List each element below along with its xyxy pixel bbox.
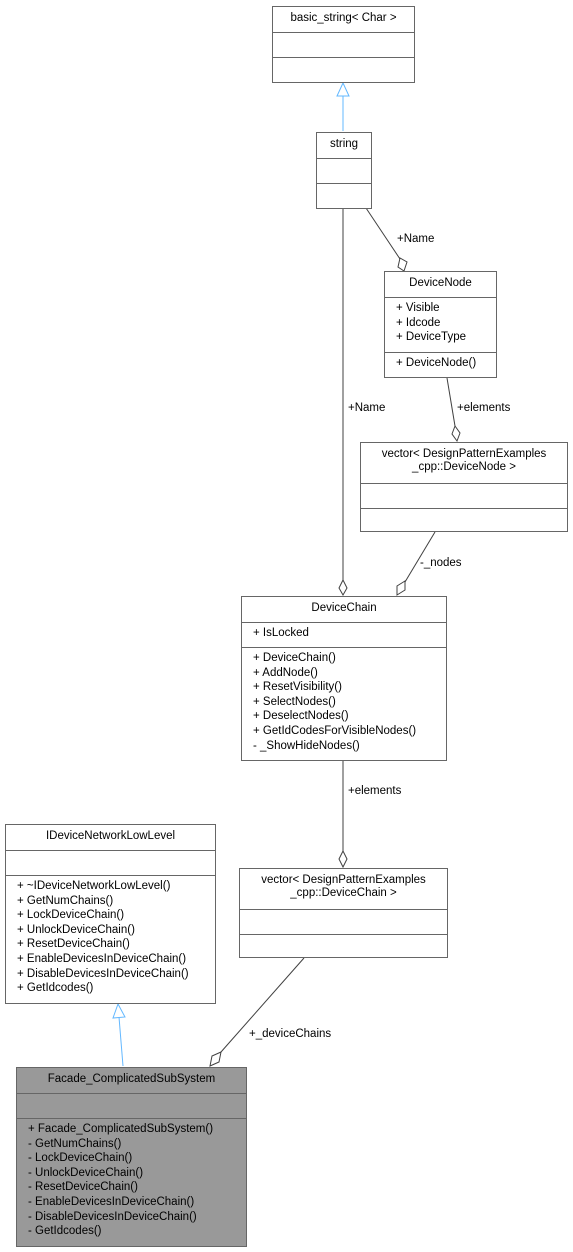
class-methods-section <box>240 934 447 957</box>
class-attributes-section <box>240 909 447 934</box>
method-device-node: + DeviceNode() <box>396 357 477 369</box>
class-attributes-section <box>17 1093 246 1118</box>
inheritance-arrowhead-interface <box>112 1002 126 1019</box>
class-box-string[interactable]: string <box>316 132 372 209</box>
attribute-device-type: + DeviceType <box>396 331 466 344</box>
edge-label-elements-node: +elements <box>457 402 511 414</box>
method-get-id-codes-for-visible-nodes: + GetIdCodesForVisibleNodes() <box>253 724 417 737</box>
method-destructor: + ~IDeviceNetworkLowLevel() <box>17 880 171 892</box>
class-attributes-section <box>273 32 414 57</box>
method-enable-devices: - EnableDevicesInDeviceChain() <box>28 1195 195 1208</box>
class-title: basic_string< Char > <box>290 12 397 24</box>
class-title-line-2: _cpp::DeviceNode > <box>412 461 516 473</box>
class-box-vector-device-node[interactable]: vector< DesignPatternExamples _cpp::Devi… <box>360 442 568 532</box>
class-title-line-2: _cpp::DeviceChain > <box>290 887 397 899</box>
class-methods-section <box>317 183 371 208</box>
method-select-nodes: + SelectNodes() <box>253 695 336 708</box>
class-title: Facade_ComplicatedSubSystem <box>47 1073 216 1085</box>
method-get-idcodes: - GetIdcodes() <box>28 1225 102 1238</box>
aggregation-diamond-device-chain-nodes <box>396 580 406 596</box>
method-unlock-device-chain: - UnlockDeviceChain() <box>28 1166 144 1179</box>
inheritance-arrowhead-basic-string <box>336 81 350 97</box>
attribute-visible: + Visible <box>396 302 440 314</box>
method-deselect-nodes: + DeselectNodes() <box>253 710 349 723</box>
class-methods-section: + ~IDeviceNetworkLowLevel() + GetNumChai… <box>6 875 215 1003</box>
method-reset-visibility: + ResetVisibility() <box>253 681 342 694</box>
class-attributes-section <box>361 483 567 508</box>
method-unlock-device-chain: + UnlockDeviceChain() <box>17 923 135 936</box>
class-methods-section: + DeviceChain() + AddNode() + ResetVisib… <box>242 647 446 760</box>
class-box-vector-device-chain[interactable]: vector< DesignPatternExamples _cpp::Devi… <box>239 868 448 958</box>
class-methods-section: + Facade_ComplicatedSubSystem() - GetNum… <box>17 1118 246 1246</box>
class-box-device-chain[interactable]: DeviceChain + IsLocked + DeviceChain() +… <box>241 596 447 761</box>
edge-label-name-device-chain: +Name <box>348 402 386 414</box>
class-box-basic-string[interactable]: basic_string< Char > <box>272 6 415 83</box>
aggregation-edge-vector-node-chain <box>404 531 436 583</box>
method-disable-devices: - DisableDevicesInDeviceChain() <box>28 1210 197 1223</box>
class-title: DeviceChain <box>311 602 377 614</box>
method-get-num-chains: - GetNumChains() <box>28 1137 122 1150</box>
class-title-section: IDeviceNetworkLowLevel <box>6 825 215 850</box>
method-disable-devices: + DisableDevicesInDeviceChain() <box>17 967 189 980</box>
edge-label-elements-chain: +elements <box>348 785 402 797</box>
aggregation-diamond-vector-chain <box>338 849 348 869</box>
method-get-num-chains: + GetNumChains() <box>17 894 114 907</box>
class-title: DeviceNode <box>409 277 472 289</box>
class-title-section: vector< DesignPatternExamples _cpp::Devi… <box>361 443 567 483</box>
class-attributes-section: + IsLocked <box>242 622 446 647</box>
method-lock-device-chain: - LockDeviceChain() <box>28 1152 133 1165</box>
aggregation-diamond-vector-node <box>451 424 461 443</box>
method-reset-device-chain: - ResetDeviceChain() <box>28 1181 138 1194</box>
class-title-section: DeviceNode <box>385 272 496 297</box>
class-title-section: basic_string< Char > <box>273 7 414 32</box>
method-facade-constructor: + Facade_ComplicatedSubSystem() <box>28 1123 214 1135</box>
edge-label-name-device-node: +Name <box>397 233 435 245</box>
attribute-idcode: + Idcode <box>396 316 441 329</box>
class-methods-section: + DeviceNode() <box>385 352 496 377</box>
aggregation-edge-string-device-node <box>365 207 401 260</box>
class-title: string <box>329 138 359 150</box>
class-methods-section <box>361 508 567 531</box>
class-box-device-node[interactable]: DeviceNode + Visible + Idcode + DeviceTy… <box>384 271 497 378</box>
aggregation-edge-vector-chain-facade <box>220 957 305 1053</box>
aggregation-diamond-device-node <box>397 257 408 272</box>
class-title-section: string <box>317 133 371 158</box>
edge-label-nodes: -_nodes <box>420 557 462 569</box>
class-box-facade-complicated-subsystem[interactable]: Facade_ComplicatedSubSystem + Facade_Com… <box>16 1067 247 1247</box>
class-attributes-section: + Visible + Idcode + DeviceType <box>385 297 496 352</box>
class-title-section: Facade_ComplicatedSubSystem <box>17 1068 246 1093</box>
class-box-idevice-network-low-level[interactable]: IDeviceNetworkLowLevel + ~IDeviceNetwork… <box>5 824 216 1004</box>
class-title: IDeviceNetworkLowLevel <box>45 830 176 842</box>
class-title-section: vector< DesignPatternExamples _cpp::Devi… <box>240 869 447 909</box>
class-attributes-section <box>6 850 215 875</box>
method-show-hide-nodes: - _ShowHideNodes() <box>253 739 360 752</box>
method-enable-devices: + EnableDevicesInDeviceChain() <box>17 952 187 965</box>
class-attributes-section <box>317 158 371 183</box>
aggregation-edge-node-vector <box>446 377 456 427</box>
method-reset-device-chain: + ResetDeviceChain() <box>17 938 130 951</box>
method-device-chain: + DeviceChain() <box>253 652 336 664</box>
edge-label-device-chains: +_deviceChains <box>249 1028 332 1040</box>
aggregation-diamond-facade <box>209 1051 222 1067</box>
class-title-section: DeviceChain <box>242 597 446 622</box>
method-lock-device-chain: + LockDeviceChain() <box>17 909 125 922</box>
aggregation-diamond-device-chain-name <box>338 578 348 597</box>
method-add-node: + AddNode() <box>253 666 318 679</box>
attribute-is-locked: + IsLocked <box>253 627 309 639</box>
class-methods-section <box>273 57 414 82</box>
method-get-idcodes: + GetIdcodes() <box>17 982 94 995</box>
inheritance-edge-facade-interface <box>118 1016 124 1067</box>
class-title-line-1: vector< DesignPatternExamples <box>381 448 547 460</box>
class-title-line-1: vector< DesignPatternExamples <box>261 874 426 886</box>
